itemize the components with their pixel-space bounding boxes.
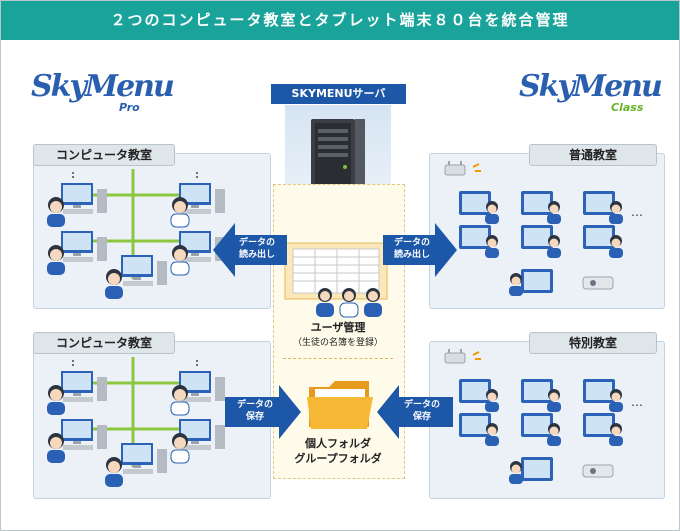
pc-room-1-network <box>47 169 225 299</box>
arrow-save-right-label: データの 保存 <box>397 399 447 423</box>
special-room-ellipsis: … <box>631 395 643 409</box>
divider <box>283 358 393 359</box>
arrow-label-line: 保存 <box>412 412 431 422</box>
arrow-label-line: 保存 <box>245 412 264 422</box>
arrow-label-line: データの <box>403 400 440 410</box>
arrow-label-line: 読み出し <box>393 250 430 260</box>
arrow-read-left <box>213 223 287 277</box>
special-room-title: 特別教室 <box>529 332 657 354</box>
folder-label-personal: 個人フォルダ <box>305 437 371 450</box>
arrow-label-line: データの <box>236 400 273 410</box>
pc-room-1-title: コンピュータ教室 <box>33 144 175 166</box>
skymenu-pro-logo: SkyMenu Pro <box>31 69 175 114</box>
arrow-save-left <box>225 385 301 439</box>
regular-room-tablets <box>444 161 623 296</box>
skymenu-class-logo: SkyMenu Class <box>519 69 663 114</box>
arrow-label-line: データの <box>238 238 275 248</box>
logo-text: SkyMenu <box>519 69 663 104</box>
pc-room-2-title: コンピュータ教室 <box>33 332 175 354</box>
arrow-label-line: データの <box>393 238 430 248</box>
folder-icon <box>307 381 373 429</box>
arrow-read-right-label: データの 読み出し <box>387 237 437 261</box>
arrow-read-left-label: データの 読み出し <box>233 237 281 261</box>
logo-text: SkyMenu <box>31 69 175 104</box>
regular-room-title: 普通教室 <box>529 144 657 166</box>
user-management-title: ユーザ管理 <box>310 321 366 334</box>
arrow-save-left-label: データの 保存 <box>229 399 281 423</box>
data-store-area <box>273 184 405 479</box>
folder-label-group: グループフォルダ <box>294 452 382 465</box>
logo-sub: Pro <box>119 101 140 114</box>
arrow-label-line: 読み出し <box>238 250 275 260</box>
arrow-save-right <box>377 385 453 439</box>
arrow-read-right <box>383 223 457 277</box>
special-room-tablets <box>444 349 623 484</box>
logo-sub: Class <box>611 101 644 114</box>
server-label: SKYMENUサーバ <box>271 84 406 104</box>
regular-room-ellipsis: … <box>631 205 643 219</box>
page-title: ２つのコンピュータ教室とタブレット端末８０台を統合管理 <box>1 1 679 40</box>
user-management-subtitle: （生徒の名簿を登録） <box>292 338 383 348</box>
students-icon <box>316 288 382 318</box>
pc-room-2-network <box>47 357 225 487</box>
